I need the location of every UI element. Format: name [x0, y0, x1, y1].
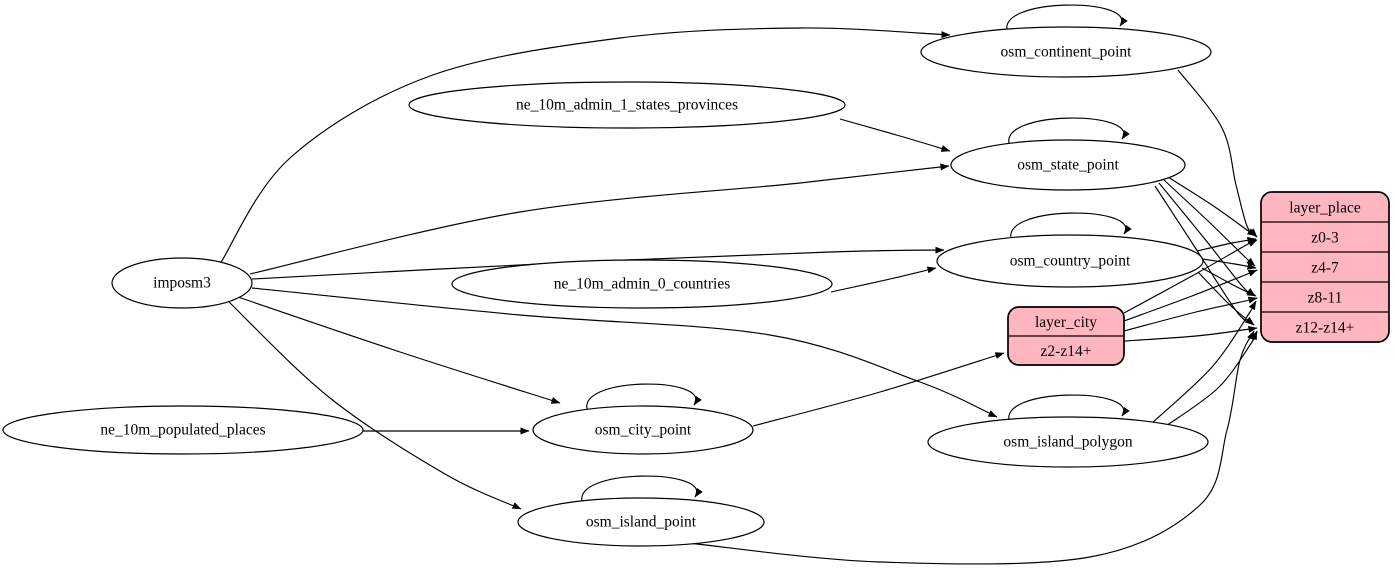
self-loop-osm-country-point — [1010, 212, 1132, 242]
record-header-layer-city: layer_city — [1035, 314, 1097, 331]
node-label-osm-island-polygon: osm_island_polygon — [1003, 434, 1132, 451]
edge-imposm3-to-osm-state-point — [249, 163, 950, 275]
node-label-osm-island-point: osm_island_point — [586, 514, 697, 531]
node-label-ne-10m-admin-0-countries: ne_10m_admin_0_countries — [554, 276, 731, 293]
node-osm-island-point — [517, 497, 765, 547]
edge-osm-island-polygon-to-layer-place-z8-11 — [1151, 300, 1257, 424]
self-loop-osm-continent-point — [1006, 4, 1128, 34]
record-row-z2-z14: z2-z14+ — [1041, 343, 1092, 360]
record-header-layer-place: layer_place — [1289, 200, 1361, 217]
node-imposm3 — [111, 257, 253, 309]
node-osm-continent-point — [920, 26, 1212, 78]
node-label-ne-10m-admin-1-states-provinces: ne_10m_admin_1_states_provinces — [516, 97, 738, 114]
record-row-z12-z14: z12-z14+ — [1296, 320, 1355, 337]
node-osm-city-point — [532, 405, 754, 455]
edge-osm-country-point-to-layer-place-z8-11 — [1201, 267, 1257, 297]
node-ne-10m-populated-places — [2, 405, 364, 455]
node-label-osm-state-point: osm_state_point — [1017, 157, 1119, 174]
record-row-z8-11: z8-11 — [1308, 290, 1343, 307]
edge-imposm3-to-osm-island-polygon — [251, 287, 998, 418]
node-ne-10m-admin-0-countries — [451, 259, 833, 309]
edge-osm-state-point-to-layer-place-z8-11 — [1158, 182, 1256, 297]
edge-imposm3-to-osm-continent-point — [219, 27, 951, 265]
self-loop-osm-island-polygon — [1008, 394, 1130, 424]
edge-imposm3-to-osm-island-point — [227, 300, 522, 510]
edge-osm-city-point-to-layer-city-z2-z14 — [752, 352, 1005, 427]
edge-imposm3-to-osm-country-point — [251, 246, 945, 280]
edge-ne-10m-admin-1-states-provinces-to-osm-state-point — [839, 118, 951, 152]
edge-imposm3-to-osm-city-point — [237, 296, 561, 404]
edge-layer-city-to-layer-place-z8-11 — [1123, 296, 1258, 332]
edge-osm-island-point-to-layer-place-z12-z14 — [687, 330, 1255, 565]
self-loop-osm-city-point — [586, 383, 702, 413]
node-label-ne-10m-populated-places: ne_10m_populated_places — [100, 422, 265, 439]
node-label-osm-continent-point: osm_continent_point — [1001, 44, 1133, 61]
self-loop-osm-island-point — [581, 475, 703, 505]
node-osm-island-polygon — [927, 416, 1209, 468]
edge-osm-continent-point-to-layer-place-z0-3 — [1177, 69, 1258, 238]
record-row-z4-7: z4-7 — [1311, 260, 1339, 277]
edge-osm-country-point-to-layer-place-z0-3 — [1196, 237, 1257, 252]
edge-osm-country-point-to-layer-place-z12-z14 — [1197, 271, 1255, 326]
record-row-z0-3: z0-3 — [1311, 230, 1339, 247]
edge-osm-island-polygon-to-layer-place-z12-z14 — [1162, 330, 1258, 429]
node-label-imposm3: imposm3 — [153, 275, 211, 292]
edge-osm-country-point-to-layer-place-z4-7 — [1202, 258, 1257, 270]
record-layer-place — [1260, 191, 1390, 343]
edge-ne-10m-admin-0-countries-to-osm-country-point — [830, 266, 937, 293]
self-loop-osm-state-point — [1008, 117, 1130, 147]
node-label-osm-city-point: osm_city_point — [595, 422, 692, 439]
edge-layer-city-to-layer-place-z4-7 — [1123, 269, 1258, 322]
edge-osm-state-point-to-layer-place-z0-3 — [1167, 176, 1257, 237]
edge-layer-city-to-layer-place-z0-3 — [1123, 239, 1258, 314]
node-osm-state-point — [950, 139, 1186, 191]
node-label-osm-country-point: osm_country_point — [1010, 253, 1131, 270]
node-ne-10m-admin-1-states-provinces — [408, 81, 846, 129]
node-osm-country-point — [936, 234, 1204, 288]
edge-layer-city-to-layer-place-z12-z14 — [1123, 325, 1258, 342]
